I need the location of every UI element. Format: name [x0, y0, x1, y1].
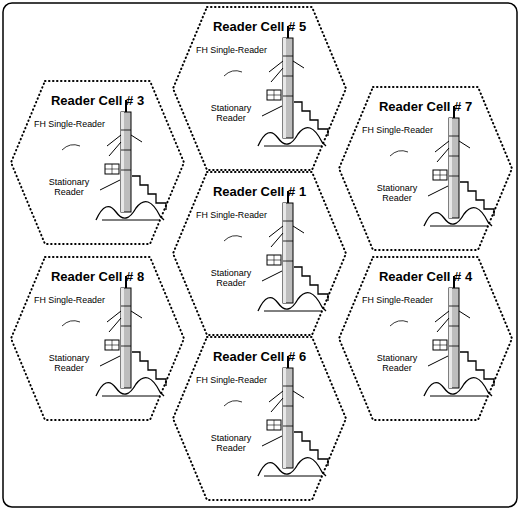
hexagon-cell: Reader Cell # 4 FH Single-ReaderStationar…	[338, 256, 513, 421]
cell-subtitle: FH Single-Reader	[34, 120, 105, 130]
hexagon-border	[339, 87, 512, 250]
cell-title: Reader Cell # 8	[10, 270, 185, 285]
hexagon-border	[173, 337, 346, 500]
hexagon-border	[11, 257, 184, 420]
cell-subtitle: FH Single-Reader	[362, 296, 433, 306]
hexagon-cell: Reader Cell # 3 FH Single-ReaderStationar…	[10, 80, 185, 245]
hexagon-border	[173, 172, 346, 335]
cell-title: Reader Cell # 5	[172, 20, 347, 35]
cell-subtitle: FH Single-Reader	[34, 296, 105, 306]
hexagon-cell: Reader Cell # 6 FH Single-ReaderStationar…	[172, 336, 347, 501]
cell-subtitle: FH Single-Reader	[362, 126, 433, 136]
reader-label: Stationary Reader	[368, 184, 426, 204]
cell-title: Reader Cell # 7	[338, 100, 513, 115]
reader-label: Stationary Reader	[202, 269, 260, 289]
hexagon-cell: Reader Cell # 5 FH Single-ReaderStationar…	[172, 6, 347, 171]
reader-illustration	[224, 356, 328, 476]
outer-frame	[3, 3, 517, 507]
reader-illustration	[390, 276, 494, 396]
cell-subtitle: FH Single-Reader	[196, 211, 267, 221]
reader-illustration	[224, 26, 328, 146]
reader-illustration	[224, 191, 328, 311]
cell-title: Reader Cell # 4	[338, 270, 513, 285]
hexagon-cell: Reader Cell # 7 FH Single-ReaderStationar…	[338, 86, 513, 251]
hexagon-border	[339, 257, 512, 420]
reader-label: Stationary Reader	[40, 354, 98, 374]
reader-illustration	[62, 276, 166, 396]
reader-label: Stationary Reader	[40, 178, 98, 198]
reader-illustration	[62, 100, 166, 220]
cell-title: Reader Cell # 3	[10, 94, 185, 109]
reader-illustration	[390, 106, 494, 226]
reader-label: Stationary Reader	[202, 104, 260, 124]
reader-label: Stationary Reader	[368, 354, 426, 374]
reader-label: Stationary Reader	[202, 434, 260, 454]
hexagon-cell: Reader Cell # 8 FH Single-ReaderStationar…	[10, 256, 185, 421]
cell-title: Reader Cell # 6	[172, 350, 347, 365]
hexagon-cell: Reader Cell # 1 FH Single-ReaderStationar…	[172, 171, 347, 336]
cell-title: Reader Cell # 1	[172, 185, 347, 200]
cell-subtitle: FH Single-Reader	[196, 376, 267, 386]
hexagon-border	[173, 7, 346, 170]
hexagon-border	[11, 81, 184, 244]
cell-subtitle: FH Single-Reader	[196, 46, 267, 56]
